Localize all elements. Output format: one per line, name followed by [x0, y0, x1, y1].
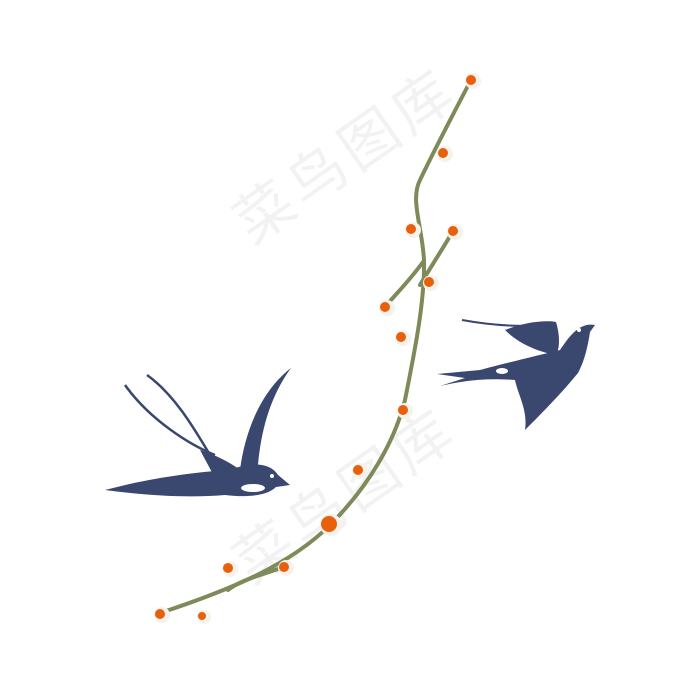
blossom-bud [448, 226, 458, 236]
blossom-bud [396, 332, 406, 342]
blossom-bud [155, 609, 165, 619]
branch [158, 78, 473, 615]
swallow-right [437, 319, 595, 430]
swallow-left [105, 368, 291, 497]
swallow-left-wing [240, 368, 291, 470]
blossom-bud [466, 75, 476, 85]
swallow-left-tailbase [200, 450, 240, 478]
blossom-bud [223, 563, 233, 573]
swallow-left-eye [270, 474, 274, 478]
blossom-bud [321, 516, 337, 532]
branch-twig-left [383, 260, 425, 309]
swallow-left-body [105, 464, 290, 497]
blossom-bud [438, 148, 448, 158]
swallow-right-body [437, 324, 595, 430]
blossom-bud [353, 465, 363, 475]
blossom-bud [380, 302, 390, 312]
blossom-bud [424, 277, 434, 287]
blossom-bud [279, 562, 289, 572]
swallow-right-wing [505, 321, 559, 355]
swallow-left-belly-patch [241, 484, 265, 492]
swallow-right-patch [496, 368, 508, 374]
swallow-right-eye [577, 328, 581, 332]
blossom-bud [398, 405, 408, 415]
swallow-left-streamer-2 [146, 373, 212, 456]
blossoms [154, 73, 481, 624]
blossom-bud [406, 224, 416, 234]
blossom-bud [198, 612, 206, 620]
branch-main [158, 78, 473, 615]
